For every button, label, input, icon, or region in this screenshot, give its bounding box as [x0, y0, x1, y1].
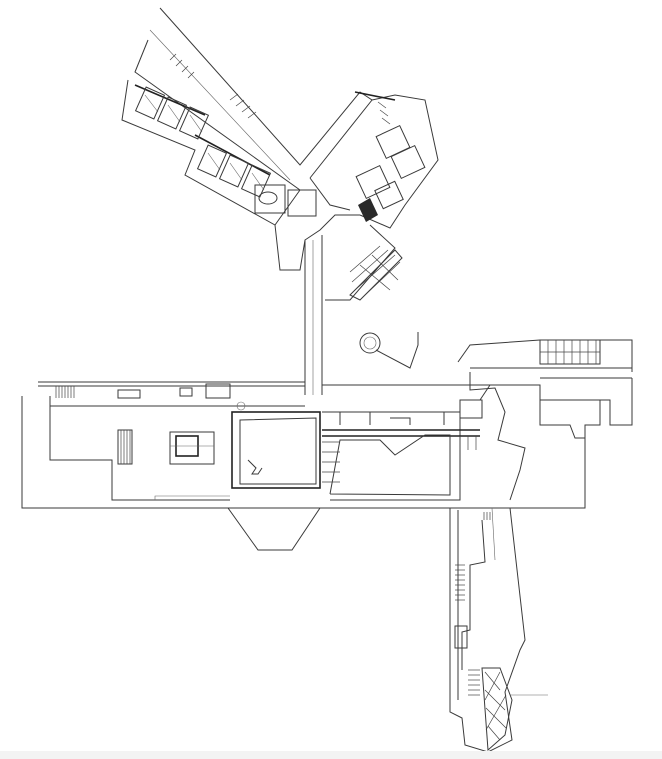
link-corridor: [274, 214, 403, 395]
south-ramp: [449, 507, 548, 753]
northwest-wing: [121, 7, 373, 226]
courtyard-room: [231, 411, 321, 489]
terrace: [359, 332, 633, 379]
northeast-wing: [309, 91, 439, 229]
main-hall-block: [21, 372, 633, 551]
bottom-strip: [0, 751, 662, 759]
